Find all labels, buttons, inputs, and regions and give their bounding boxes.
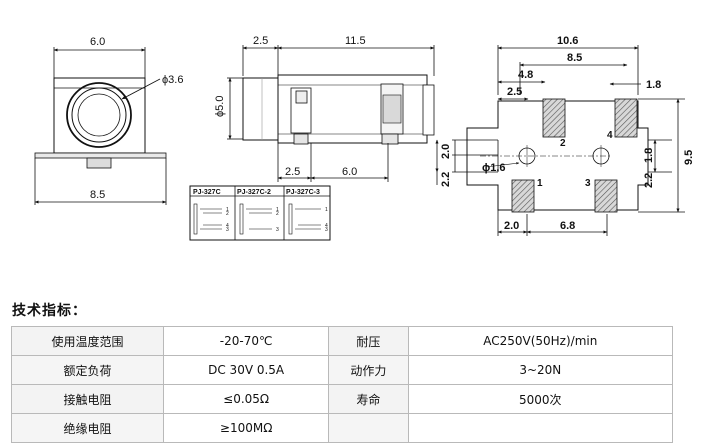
spec-value: 3~20N xyxy=(407,355,674,385)
spec-table: 使用温度范围 -20-70℃ 耐压 AC250V(50Hz)/min 额定负荷 … xyxy=(10,326,674,443)
schematic-model-2: PJ-327C-2 xyxy=(237,189,271,196)
pin-1-label: 1 xyxy=(537,178,543,189)
side-dia-dim: ϕ5.0 xyxy=(214,96,226,117)
pcb-footprint: 10.6 8.5 4.8 2.5 1.8 2 4 1 3 ϕ1.6 xyxy=(435,35,695,236)
svg-text:3: 3 xyxy=(276,227,279,233)
fp-dim-2-2-left: 2.2 xyxy=(440,172,452,187)
front-base-dim: 8.5 xyxy=(90,189,105,201)
svg-text:4: 4 xyxy=(325,223,328,229)
spec-value: AC250V(50Hz)/min xyxy=(407,326,674,356)
table-row: 绝缘电阻 ≥100MΩ xyxy=(10,413,674,443)
spec-value xyxy=(407,413,674,443)
spec-label: 耐压 xyxy=(328,326,409,356)
fp-dim-10-6: 10.6 xyxy=(557,35,578,47)
svg-text:3: 3 xyxy=(226,227,229,233)
pin-2-label: 2 xyxy=(560,138,566,149)
spec-value: DC 30V 0.5A xyxy=(163,355,330,385)
pin-4-label: 4 xyxy=(607,130,613,141)
fp-dim-2-5: 2.5 xyxy=(507,86,522,98)
front-hole-dim: ϕ3.6 xyxy=(162,74,183,86)
table-row: 额定负荷 DC 30V 0.5A 动作力 3~20N xyxy=(10,355,674,385)
front-view: 6.0 ϕ3.6 8.5 xyxy=(34,36,183,205)
spec-label: 接触电阻 xyxy=(10,384,165,414)
spec-value: -20-70℃ xyxy=(163,326,330,356)
fp-dim-6-8: 6.8 xyxy=(560,220,575,232)
svg-text:1: 1 xyxy=(226,207,229,213)
fp-dim-9-5: 9.5 xyxy=(683,150,695,165)
fp-dim-8-5: 8.5 xyxy=(567,52,582,64)
side-dim-d: 6.0 xyxy=(342,166,357,178)
fp-dim-2-2-right: 2.2 xyxy=(643,173,655,188)
svg-text:4: 4 xyxy=(226,223,229,229)
svg-text:1: 1 xyxy=(325,207,328,213)
spec-value: ≥100MΩ xyxy=(163,413,330,443)
spec-label: 寿命 xyxy=(328,384,409,414)
svg-text:1: 1 xyxy=(276,207,279,213)
fp-dim-2-0-bottom: 2.0 xyxy=(504,220,519,232)
spec-value: ≤0.05Ω xyxy=(163,384,330,414)
spec-label: 额定负荷 xyxy=(10,355,165,385)
front-width-dim: 6.0 xyxy=(90,36,105,48)
side-dim-a: 2.5 xyxy=(253,35,268,47)
fp-dim-4-8: 4.8 xyxy=(518,69,533,81)
svg-text:2: 2 xyxy=(226,211,229,217)
pin-schematic: PJ-327C PJ-327C-2 PJ-327C-3 12 43 12 3 1… xyxy=(189,185,331,241)
table-row: 接触电阻 ≤0.05Ω 寿命 5000次 xyxy=(10,384,674,414)
side-view: 2.5 11.5 ϕ5.0 2.5 6.0 xyxy=(214,35,435,182)
spec-label xyxy=(328,413,409,443)
spec-value: 5000次 xyxy=(407,384,674,414)
fp-hole-dim: ϕ1.6 xyxy=(482,162,506,174)
schematic-model-3: PJ-327C-3 xyxy=(286,189,320,196)
schematic-model-1: PJ-327C xyxy=(193,189,221,196)
spec-title: 技术指标： xyxy=(12,303,87,319)
fp-dim-1-8-top: 1.8 xyxy=(646,79,661,91)
side-dim-b: 11.5 xyxy=(345,35,366,47)
fp-dim-1-8-right: 1.8 xyxy=(643,148,655,163)
fp-dim-2-0-left: 2.0 xyxy=(440,144,452,159)
spec-label: 绝缘电阻 xyxy=(10,413,165,443)
technical-drawing: 6.0 ϕ3.6 8.5 2.5 11.5 ϕ5.0 xyxy=(34,35,695,241)
svg-text:3: 3 xyxy=(325,227,328,233)
spec-label: 使用温度范围 xyxy=(10,326,165,356)
table-row: 使用温度范围 -20-70℃ 耐压 AC250V(50Hz)/min xyxy=(10,326,674,356)
pin-3-label: 3 xyxy=(585,178,591,189)
svg-text:2: 2 xyxy=(276,211,279,217)
side-dim-c: 2.5 xyxy=(285,166,300,178)
spec-label: 动作力 xyxy=(328,355,409,385)
